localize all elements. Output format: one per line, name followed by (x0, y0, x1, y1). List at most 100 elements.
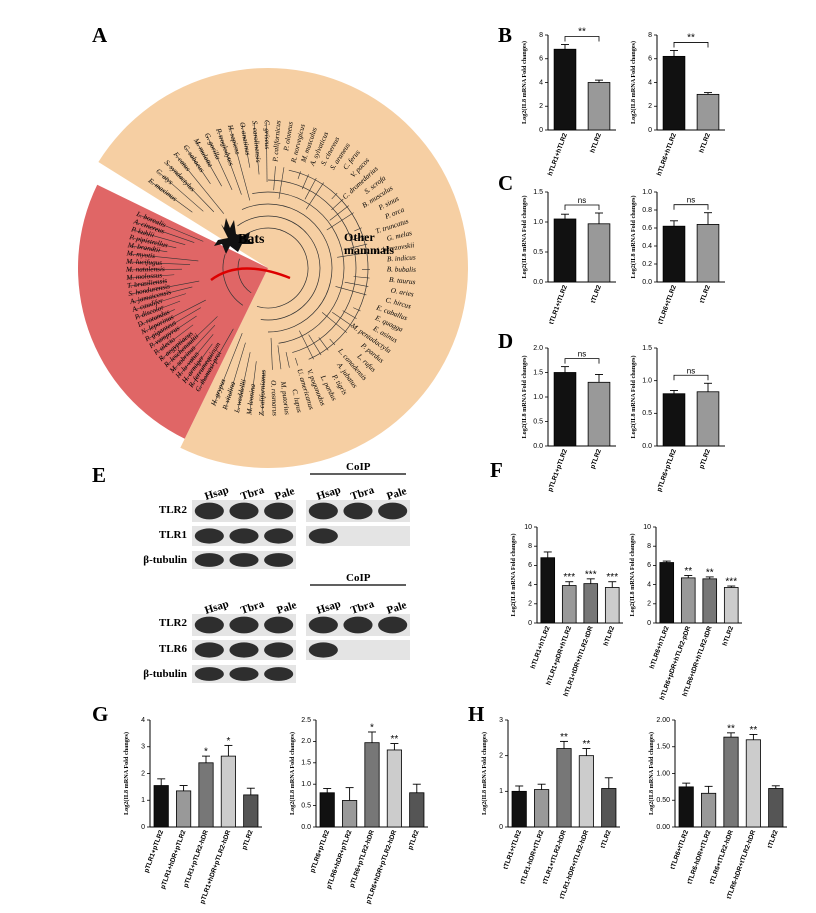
bat-species-label: M. lucifugus (125, 257, 162, 267)
blot-band (229, 553, 259, 567)
other-mammals-label-2: mammals (344, 243, 394, 257)
tree-internal-arc (252, 191, 345, 344)
blot-band (229, 528, 259, 544)
tree-branch (308, 334, 322, 356)
y-axis-label: Log2(IL8 mRNA Fold changes) (123, 732, 130, 815)
bar (556, 748, 572, 828)
blot-strips (192, 500, 410, 683)
significance-stars: ** (560, 732, 568, 743)
y-tick-label: 8 (648, 32, 652, 39)
y-axis-label: Log2(IL8 mRNA Fold changes) (630, 41, 637, 124)
tree-branch (354, 227, 362, 232)
tree-branch (249, 361, 257, 413)
bar (587, 223, 611, 283)
significance-stars: ** (391, 734, 399, 745)
blot-band (308, 502, 338, 520)
y-tick-label: 6 (647, 562, 651, 569)
bar (723, 736, 739, 828)
y-tick-label: 1.0 (642, 189, 652, 196)
bar (176, 790, 192, 828)
tree-internal-arc (237, 215, 321, 321)
blot-band (378, 616, 408, 634)
category-label: tTLR1+tTLR2-hDR (542, 829, 568, 885)
mammal-species-label: B. bubalis (387, 265, 416, 273)
tree-branch (301, 174, 309, 190)
y-axis-label: Log2(IL8 mRNA Fold changes) (481, 732, 488, 815)
y-axis-label: Log2(IL8 mRNA Fold changes) (630, 355, 637, 438)
bar (696, 223, 720, 283)
y-tick-label: 8 (528, 543, 532, 550)
bar (534, 789, 550, 828)
bar (409, 792, 425, 828)
significance-label: ns (687, 366, 695, 375)
y-tick-label: 0 (528, 620, 532, 627)
y-tick-label: 1.0 (301, 781, 311, 788)
y-tick-label: 1 (141, 797, 145, 804)
category-label: hTLR6+hTLR2 (656, 132, 678, 177)
tree-branch (130, 280, 200, 295)
significance-stars: * (370, 722, 374, 733)
category-label: hTLR6+hTLR2 (649, 625, 671, 670)
y-tick-label: 0 (647, 620, 651, 627)
bar (553, 48, 577, 131)
tree-branch (178, 334, 214, 377)
category-label: tTLR2 (600, 829, 613, 849)
tree-branch (229, 126, 251, 201)
y-tick-label: 4 (528, 581, 532, 588)
blot-band (194, 528, 224, 544)
y-axis-label: Log2(IL8 mRNA Fold changes) (629, 533, 636, 616)
bar (153, 785, 169, 828)
y-tick-label: 6 (539, 56, 543, 63)
tree-branch (331, 192, 338, 200)
bar (701, 792, 717, 828)
tree-branch (128, 268, 183, 271)
blot-bottom-lane-3: Pale (275, 599, 298, 617)
category-label: pTLR1+pTLR2-hDR (183, 829, 210, 889)
category-label: pTLR1+pTLR2 (143, 829, 165, 874)
y-tick-label: 1.5 (301, 760, 311, 767)
tree-branch (297, 171, 301, 180)
bats-wedge (77, 184, 268, 439)
bar (723, 587, 739, 624)
western-blot-panel: Hsap Tbra Pale CoIP Hsap Tbra Pale TLR2 … (143, 461, 410, 683)
y-tick-label: 2 (499, 753, 503, 760)
bats-label: Bats (238, 232, 265, 247)
blot-band (229, 616, 259, 634)
significance-bracket (673, 374, 709, 381)
y-tick-label: 4 (647, 581, 651, 588)
blot-band (194, 642, 224, 658)
tree-branch (331, 198, 344, 211)
blot-top-lane-3: Pale (273, 485, 296, 503)
tree-internal-arc (237, 258, 252, 294)
blot-top-row-tubulin: β-tubulin (143, 554, 187, 566)
y-tick-label: 2.5 (301, 717, 311, 724)
tree-branch (166, 162, 215, 213)
y-tick-label: 8 (539, 32, 543, 39)
bar (696, 93, 720, 131)
category-label: pTLR6+pTLR2 (656, 448, 678, 493)
mammal-species-label: M. leonina (245, 383, 257, 416)
significance-stars: *** (585, 569, 597, 580)
tree-branch (184, 343, 213, 382)
tree-branch (349, 235, 365, 242)
tree-branch (213, 332, 243, 404)
y-tick-label: 0.8 (642, 207, 652, 214)
tree-branch (134, 293, 187, 311)
bar (662, 393, 686, 447)
significance-stars: ** (727, 723, 735, 734)
bar (601, 788, 617, 828)
tree-branch (138, 214, 204, 242)
tree-branch (253, 122, 260, 175)
y-tick-label: 0.0 (533, 443, 543, 450)
panel-letter-a: A (92, 23, 108, 47)
tree-branch (128, 261, 191, 265)
blot-band (264, 616, 294, 634)
y-axis-label: Log2(IL8 mRNA Fold changes) (510, 533, 517, 616)
y-tick-label: 2 (648, 103, 652, 110)
category-label: hTLR1+hTLR2 (530, 625, 552, 670)
